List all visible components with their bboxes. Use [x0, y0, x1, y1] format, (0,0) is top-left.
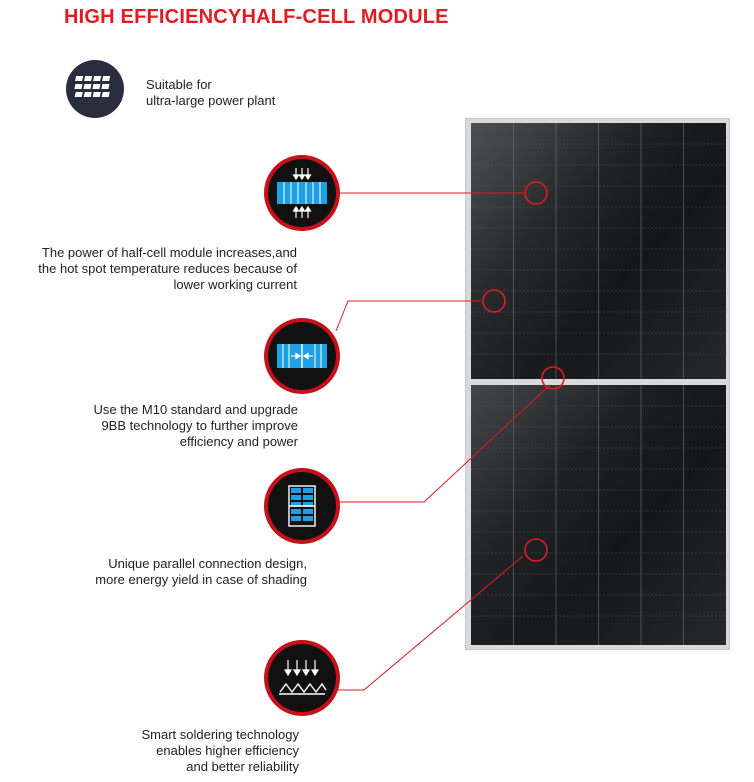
intro-line-2: ultra-large power plant: [146, 93, 276, 108]
feature-2-line-2: 9BB technology to further improve: [101, 418, 298, 433]
feature-1-line-1: The power of half-cell module increases,…: [41, 245, 297, 260]
feature-1-line-3: lower working current: [173, 277, 297, 292]
feature-text-4: Smart soldering technology enables highe…: [10, 727, 299, 775]
half-cell-compression-icon: [268, 159, 336, 227]
feature-badge-2: [264, 318, 340, 394]
feature-4-line-2: enables higher efficiency: [156, 743, 299, 758]
callout-circle-2: [482, 289, 506, 313]
connector-line-4: [336, 555, 524, 691]
feature-badge-1: [264, 155, 340, 231]
connector-line-3: [336, 384, 551, 503]
feature-1-line-2: the hot spot temperature reduces because…: [38, 261, 297, 276]
feature-badge-4: [264, 640, 340, 716]
solar-array-icon: [66, 60, 124, 118]
feature-badge-3: [264, 468, 340, 544]
panel-top-half: [471, 123, 726, 379]
feature-2-line-3: efficiency and power: [179, 434, 298, 449]
intro-text: Suitable for ultra-large power plant: [146, 77, 275, 109]
intro-line-1: Suitable for: [146, 77, 212, 92]
callout-circle-1: [524, 181, 548, 205]
panel-bottom-half: [471, 385, 726, 645]
parallel-connection-icon: [268, 472, 336, 540]
feature-4-line-3: and better reliability: [186, 759, 299, 774]
solar-panel-image: [465, 118, 730, 650]
feature-4-line-1: Smart soldering technology: [141, 727, 299, 742]
m10-busbar-icon: [268, 322, 336, 390]
feature-text-3: Unique parallel connection design, more …: [10, 556, 307, 588]
feature-text-1: The power of half-cell module increases,…: [10, 245, 297, 293]
page-title: HIGH EFFICIENCYHALF-CELL MODULE: [64, 6, 449, 28]
callout-circle-4: [524, 538, 548, 562]
feature-3-line-2: more energy yield in case of shading: [95, 572, 307, 587]
connector-line-2: [335, 300, 481, 332]
feature-text-2: Use the M10 standard and upgrade 9BB tec…: [10, 402, 298, 450]
soldering-icon: [268, 644, 336, 712]
callout-circle-3: [541, 366, 565, 390]
feature-2-line-1: Use the M10 standard and upgrade: [93, 402, 298, 417]
feature-3-line-1: Unique parallel connection design,: [108, 556, 307, 571]
